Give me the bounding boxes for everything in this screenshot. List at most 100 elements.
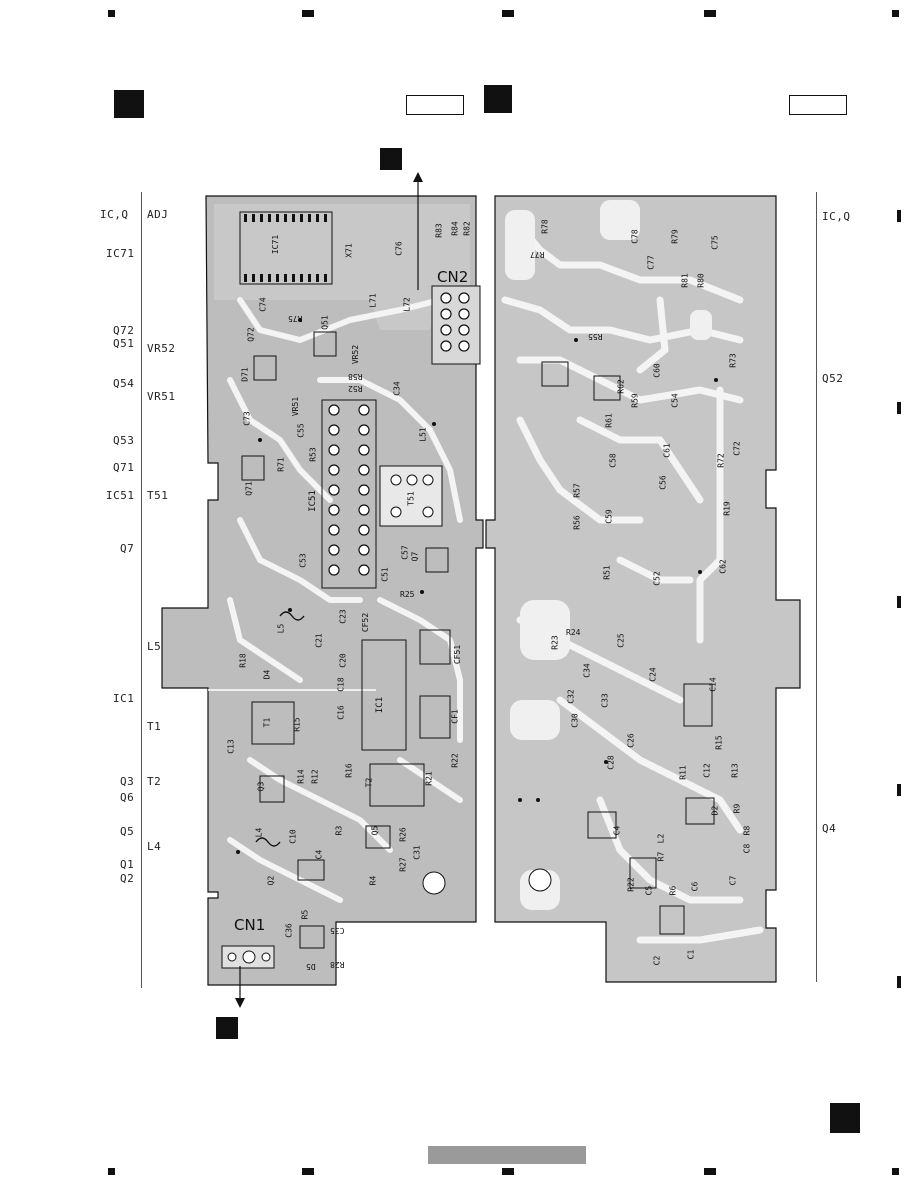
component-label-ic51: IC51 — [307, 490, 318, 512]
component-label-c56: C56 — [658, 475, 668, 490]
component-label-ic1: IC1 — [375, 696, 386, 714]
component-label-c62: C62 — [718, 559, 728, 574]
component-label-c72: C72 — [732, 441, 742, 456]
ref-label: Q72 — [113, 324, 135, 337]
component-label-r19: R19 — [722, 501, 732, 516]
component-label-r15b: R15 — [714, 735, 724, 750]
component-label-c26: C26 — [626, 733, 636, 748]
component-label-cf52: CF52 — [361, 612, 371, 633]
crop-mark — [502, 10, 514, 17]
component-label-r6: R6 — [668, 885, 678, 896]
component-label-r83: R83 — [434, 223, 444, 238]
adj-label: VR51 — [147, 390, 176, 403]
component-label-r12: R12 — [310, 769, 320, 784]
component-label-r55: R55 — [588, 332, 603, 341]
component-label-r23: R23 — [550, 635, 560, 650]
component-label-c13: C13 — [226, 739, 236, 754]
component-label-c16: C16 — [336, 705, 346, 720]
ref-label: Q54 — [113, 377, 135, 390]
component-label-r80: R80 — [696, 273, 706, 288]
ref-label: Q51 — [113, 337, 135, 350]
cn1-label: CN1 — [234, 916, 266, 934]
component-label-c54: C54 — [670, 393, 680, 408]
side-tick — [897, 976, 901, 988]
ref-header-right: IC,Q — [822, 210, 851, 223]
component-label-c35: C35 — [330, 926, 345, 935]
component-label-c34b: C34 — [582, 663, 592, 678]
component-label-c23: C23 — [338, 609, 348, 624]
crop-mark — [302, 1168, 314, 1175]
component-label-r81: R81 — [680, 273, 690, 288]
component-label-r4: R4 — [368, 875, 378, 886]
component-label-cf1: CF1 — [450, 709, 460, 724]
ref-label: Q3 — [120, 775, 135, 788]
crop-mark — [108, 10, 115, 17]
component-label-r16: R16 — [344, 763, 354, 778]
component-label-l72: L72 — [402, 297, 412, 312]
ref-label: IC1 — [113, 692, 135, 705]
adj-label: L4 — [147, 840, 162, 853]
component-label-r75: R75 — [288, 314, 303, 323]
page-reference-box — [406, 95, 464, 115]
component-label-c20: C20 — [338, 653, 348, 668]
ref-label: Q71 — [113, 461, 135, 474]
component-label-c32: C32 — [566, 689, 576, 704]
component-label-c36: C36 — [284, 923, 294, 938]
component-label-c60: C60 — [652, 363, 662, 378]
component-label-c12: C12 — [702, 763, 712, 778]
component-label-r26: R26 — [398, 827, 408, 842]
component-label-c52: C52 — [652, 571, 662, 586]
component-label-r57: R57 — [572, 483, 582, 498]
component-label-c14: C14 — [708, 677, 718, 692]
component-label-c75: C75 — [710, 235, 720, 250]
component-label-c33: C33 — [600, 693, 610, 708]
component-label-c55: C55 — [296, 423, 306, 438]
component-label-r51: R51 — [602, 565, 612, 580]
component-label-q71: Q71 — [244, 481, 254, 496]
component-label-r9: R9 — [732, 803, 742, 814]
component-label-vr52: VR52 — [351, 344, 361, 365]
component-label-q7: Q7 — [410, 551, 420, 562]
component-label-c8: C8 — [742, 843, 752, 854]
component-label-r72: R72 — [716, 453, 726, 468]
side-tick — [897, 596, 901, 608]
component-label-t51: T51 — [406, 491, 416, 506]
component-label-c2: C2 — [652, 955, 662, 966]
component-label-r11: R11 — [678, 765, 688, 780]
component-label-c10: C10 — [288, 829, 298, 844]
component-label-r14: R14 — [296, 769, 306, 784]
component-label-q5: Q5 — [370, 825, 380, 836]
component-label-r7: R7 — [656, 851, 666, 862]
component-label-d71: D71 — [240, 367, 250, 382]
connection-marker-square — [380, 148, 402, 170]
page-reference-box — [789, 95, 847, 115]
component-label-r22b: R22 — [626, 877, 636, 892]
component-label-r56: R56 — [572, 515, 582, 530]
component-label-l51: L51 — [418, 427, 428, 442]
side-tick — [897, 784, 901, 796]
ref-label: Q2 — [120, 872, 135, 885]
page-number-bar — [428, 1146, 586, 1164]
component-label-l5: L5 — [276, 623, 286, 634]
component-label-c4: C4 — [314, 849, 324, 860]
component-label-x71: X71 — [344, 243, 354, 258]
component-label-c77: C77 — [646, 255, 656, 270]
component-label-r21: R21 — [424, 771, 434, 786]
component-label-c4b: C4 — [612, 825, 622, 836]
adj-label: VR52 — [147, 342, 176, 355]
cn2-label: CN2 — [437, 268, 469, 286]
component-label-c30: C30 — [570, 713, 580, 728]
component-label-r71: R71 — [276, 457, 286, 472]
component-label-c24: C24 — [648, 667, 658, 682]
adj-label: T51 — [147, 489, 169, 502]
component-label-r59: R59 — [630, 393, 640, 408]
ref-label: IC51 — [106, 489, 135, 502]
component-label-q51: Q51 — [320, 315, 330, 330]
component-label-r52: R52 — [348, 384, 363, 393]
connection-marker-square — [216, 1017, 238, 1039]
component-label-r84: R84 — [450, 221, 460, 236]
ref-label: Q6 — [120, 791, 135, 804]
component-label-c21: C21 — [314, 633, 324, 648]
ref-label: Q1 — [120, 858, 135, 871]
side-marker-square — [484, 85, 512, 113]
